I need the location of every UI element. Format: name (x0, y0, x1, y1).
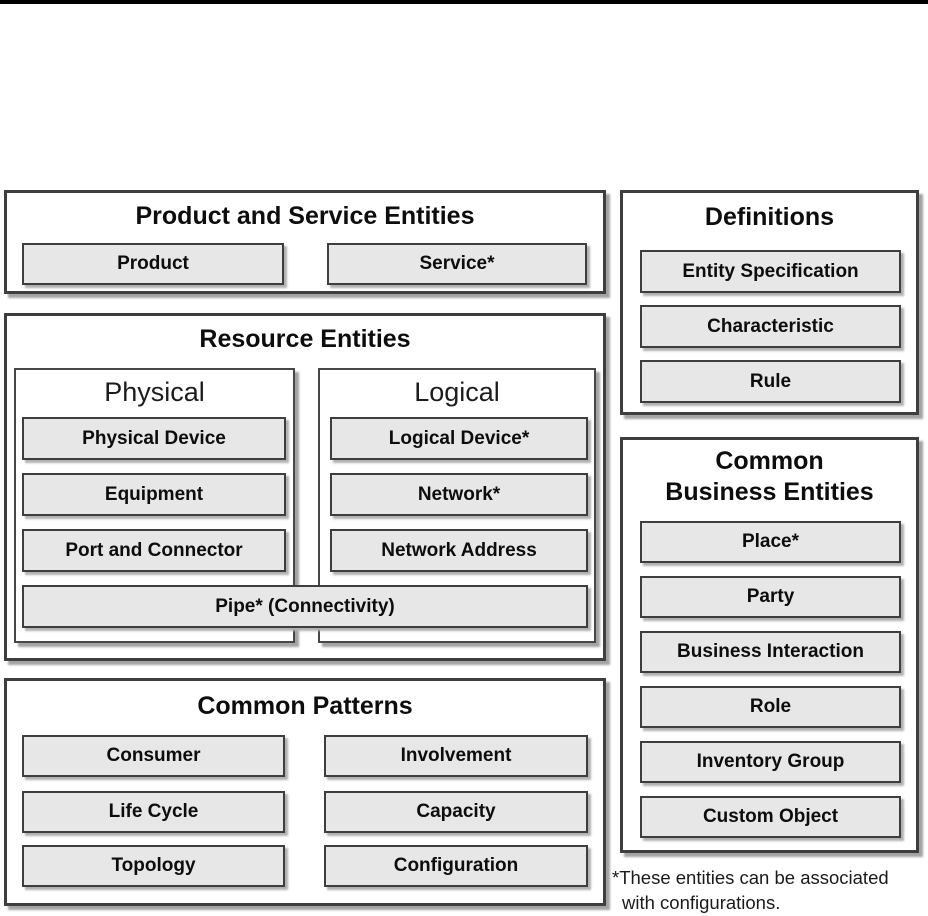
group-definitions: Definitions Entity Specification Charact… (620, 190, 919, 415)
group-resource-entities: Resource Entities Physical Physical Devi… (4, 313, 606, 661)
footnote: *These entities can be associated with c… (612, 865, 928, 915)
footnote-line-1: *These entities can be associated (612, 867, 889, 888)
entity-box-involvement: Involvement (324, 735, 588, 777)
entity-box-consumer: Consumer (22, 735, 285, 777)
group-title-definitions: Definitions (704, 203, 835, 231)
entity-box-network-address: Network Address (330, 529, 588, 572)
entity-box-inventory-group: Inventory Group (640, 741, 901, 783)
entity-box-party: Party (640, 576, 901, 618)
footnote-line-2: with configurations. (622, 892, 781, 913)
group-title-common-patterns: Common Patterns (197, 692, 413, 720)
entity-box-physical-device: Physical Device (22, 417, 286, 460)
entity-box-service: Service* (327, 243, 587, 285)
top-border-rule (0, 0, 928, 4)
group-title-product-service: Product and Service Entities (135, 202, 475, 230)
subgroup-physical: Physical Physical Device Equipment Port … (14, 368, 295, 643)
entity-box-business-interaction: Business Interaction (640, 631, 901, 673)
group-common-patterns: Common Patterns Consumer Involvement Lif… (4, 678, 606, 906)
group-title-resource: Resource Entities (199, 325, 411, 353)
entity-box-configuration: Configuration (324, 845, 588, 887)
entity-box-life-cycle: Life Cycle (22, 791, 285, 833)
entity-box-characteristic: Characteristic (640, 305, 901, 348)
group-common-business-entities: Common Business Entities Place* Party Bu… (620, 437, 919, 853)
subgroup-title-physical: Physical (104, 377, 205, 407)
entity-box-entity-specification: Entity Specification (640, 250, 901, 293)
subgroup-title-logical: Logical (414, 377, 500, 407)
entity-box-capacity: Capacity (324, 791, 588, 833)
entity-box-equipment: Equipment (22, 473, 286, 516)
entity-box-port-and-connector: Port and Connector (22, 529, 286, 572)
entity-box-network: Network* (330, 473, 588, 516)
group-title-common-business: Common Business Entities (623, 440, 916, 508)
group-title-common-business-line1: Common (715, 447, 824, 475)
entity-box-place: Place* (640, 521, 901, 563)
entity-box-product: Product (22, 243, 284, 285)
group-title-common-business-line2: Business Entities (665, 478, 874, 506)
entity-box-custom-object: Custom Object (640, 796, 901, 838)
entity-box-topology: Topology (22, 845, 285, 887)
entity-box-pipe-connectivity: Pipe* (Connectivity) (22, 585, 588, 628)
entity-box-logical-device: Logical Device* (330, 417, 588, 460)
entity-box-role: Role (640, 686, 901, 728)
entity-box-rule: Rule (640, 360, 901, 403)
group-product-service-entities: Product and Service Entities Product Ser… (4, 190, 606, 294)
